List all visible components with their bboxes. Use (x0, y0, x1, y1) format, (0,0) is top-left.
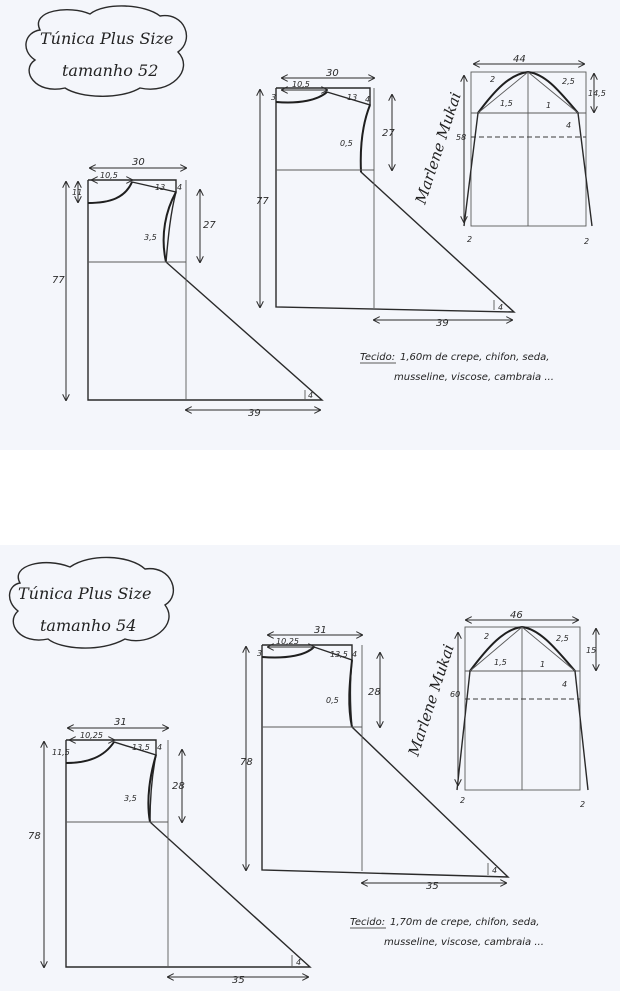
front-shoulder-drop-label: 4 (177, 183, 182, 192)
back-length-label: 77 (256, 196, 269, 207)
back-piece: 30 10,5 3 13 4 27 0,5 77 39 4 (256, 68, 516, 329)
title-line1: Túnica Plus Size (18, 584, 151, 603)
front-length-label: 78 (28, 831, 41, 842)
fabric-line1: 1,70m de crepe, chifon, seda, (390, 917, 539, 928)
sleeve-side-label: 4 (562, 680, 567, 689)
front-hem-side-label: 4 (296, 958, 301, 967)
front-armhole-curve-label: 3,5 (124, 794, 137, 803)
front-hem-side-label: 4 (308, 391, 313, 400)
sleeve-cap-right-label: 2,5 (562, 77, 575, 86)
back-neck-label: 10,5 (292, 80, 310, 89)
pattern-drawing-54: Túnica Plus Size tamanho 54 31 10,25 11,… (8, 556, 620, 986)
front-piece: 30 10,5 11 13 4 27 3,5 77 39 4 (52, 157, 324, 419)
back-shoulder-label: 13,5 (330, 650, 348, 659)
signature: Marlene Mukai (404, 642, 457, 759)
front-neck-label: 10,25 (80, 731, 103, 740)
back-length-label: 78 (240, 757, 253, 768)
signature: Marlene Mukai (411, 90, 464, 207)
back-shoulder-drop-label: 4 (352, 650, 357, 659)
back-hem-side-label: 4 (498, 303, 503, 312)
sleeve-cap-right-label: 2,5 (556, 634, 569, 643)
sleeve-hem-right-label: 2 (580, 800, 585, 809)
pattern-sheet-size-52: Túnica Plus Size tamanho 52 30 10,5 11 1… (0, 0, 620, 450)
sleeve-width-label: 44 (513, 54, 526, 65)
front-piece: 31 10,25 11,5 13,5 4 28 3,5 78 35 4 (28, 717, 312, 986)
sleeve-cap-curve-right-label: 1 (540, 660, 545, 669)
front-armhole-curve-label: 3,5 (144, 233, 157, 242)
title-line2: tamanho 54 (40, 616, 136, 635)
front-armhole-label: 27 (203, 220, 216, 231)
front-width-label: 30 (132, 157, 145, 168)
back-shoulder-label: 13 (347, 93, 357, 102)
back-neck-depth-label: 3 (257, 649, 262, 658)
sleeve-hem-left-label: 2 (460, 796, 465, 805)
sleeve-hem-left-label: 2 (467, 235, 472, 244)
title-line2: tamanho 52 (62, 61, 158, 80)
sleeve-cap-left-label: 2 (484, 632, 489, 641)
back-hem-label: 39 (436, 318, 449, 329)
fabric-line2: musseline, viscose, cambraia ... (394, 372, 554, 383)
back-armhole-label: 27 (382, 128, 395, 139)
sleeve-hem-right-label: 2 (584, 237, 589, 246)
back-width-label: 31 (314, 625, 327, 636)
front-neck-depth-label: 11,5 (52, 748, 70, 757)
front-shoulder-drop-label: 4 (157, 743, 162, 752)
title-cloud: Túnica Plus Size tamanho 54 (8, 556, 175, 649)
sleeve-piece: 46 2 2,5 1,5 1 15 60 4 2 2 (450, 610, 596, 809)
back-armhole-label: 28 (368, 687, 381, 698)
front-armhole-label: 28 (172, 781, 185, 792)
back-hem-label: 35 (426, 881, 439, 892)
back-armhole-curve-label: 0,5 (340, 139, 353, 148)
front-hem-label: 35 (232, 975, 245, 986)
sleeve-side-label: 4 (566, 121, 571, 130)
sleeve-cap-curve-left-label: 1,5 (494, 658, 507, 667)
back-piece: 31 10,25 3 13,5 4 28 0,5 78 35 4 (240, 625, 510, 892)
fabric-line2: musseline, viscose, cambraia ... (384, 937, 544, 948)
front-neck-depth-label: 11 (72, 188, 82, 197)
front-shoulder-label: 13,5 (132, 743, 150, 752)
front-hem-label: 39 (248, 408, 261, 419)
title-line1: Túnica Plus Size (40, 29, 173, 48)
front-shoulder-label: 13 (155, 183, 165, 192)
back-armhole-curve-label: 0,5 (326, 696, 339, 705)
back-hem-side-label: 4 (492, 866, 497, 875)
fabric-label: Tecido: (360, 352, 395, 363)
front-width-label: 31 (114, 717, 127, 728)
sleeve-piece: 44 2 2,5 1,5 1 14,5 58 4 2 2 (456, 54, 606, 246)
back-neck-label: 10,25 (276, 637, 299, 646)
sleeve-cap-curve-left-label: 1,5 (500, 99, 513, 108)
fabric-label: Tecido: (350, 917, 385, 928)
back-width-label: 30 (326, 68, 339, 79)
sleeve-width-label: 46 (510, 610, 523, 621)
fabric-note: Tecido: 1,70m de crepe, chifon, seda, mu… (350, 917, 544, 948)
front-length-label: 77 (52, 275, 65, 286)
sleeve-cap-curve-right-label: 1 (546, 101, 551, 110)
sleeve-cap-height-label: 15 (586, 646, 596, 655)
front-neck-label: 10,5 (100, 171, 118, 180)
back-neck-depth-label: 3 (271, 93, 276, 102)
fabric-line1: 1,60m de crepe, chifon, seda, (400, 352, 549, 363)
back-shoulder-drop-label: 4 (365, 95, 370, 104)
title-cloud: Túnica Plus Size tamanho 52 (25, 5, 188, 97)
pattern-sheet-size-54: Túnica Plus Size tamanho 54 31 10,25 11,… (0, 545, 620, 991)
pattern-drawing-52: Túnica Plus Size tamanho 52 30 10,5 11 1… (25, 5, 606, 419)
sleeve-cap-left-label: 2 (490, 75, 495, 84)
sleeve-length-label: 60 (450, 690, 460, 699)
sleeve-length-label: 58 (456, 133, 466, 142)
fabric-note: Tecido: 1,60m de crepe, chifon, seda, mu… (360, 352, 554, 383)
sleeve-cap-height-label: 14,5 (588, 89, 606, 98)
